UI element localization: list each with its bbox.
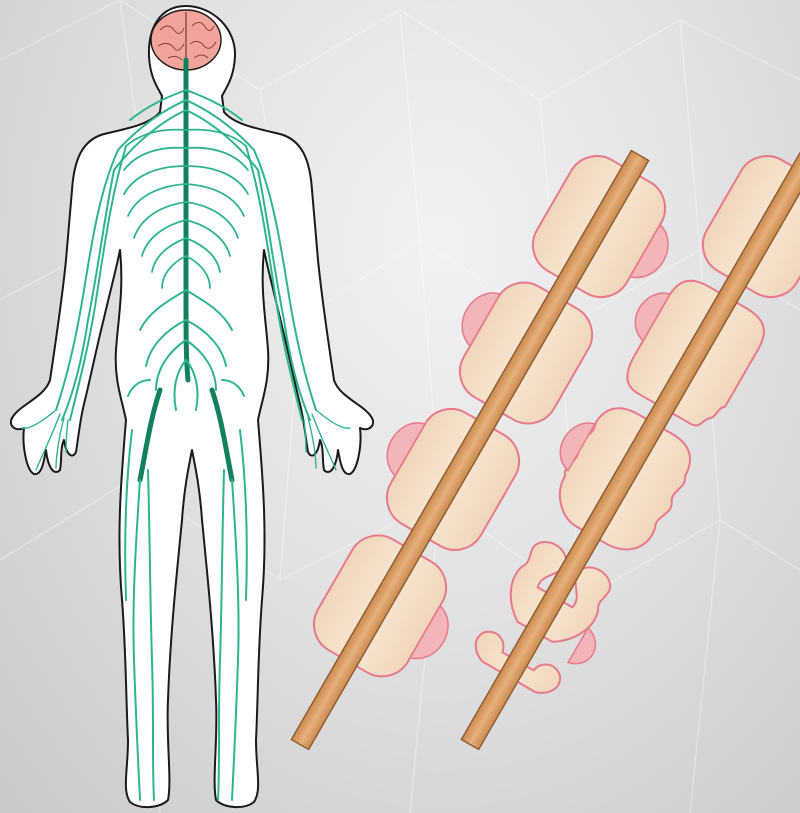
figure-stage xyxy=(0,0,800,813)
axon-diagram xyxy=(0,0,800,813)
